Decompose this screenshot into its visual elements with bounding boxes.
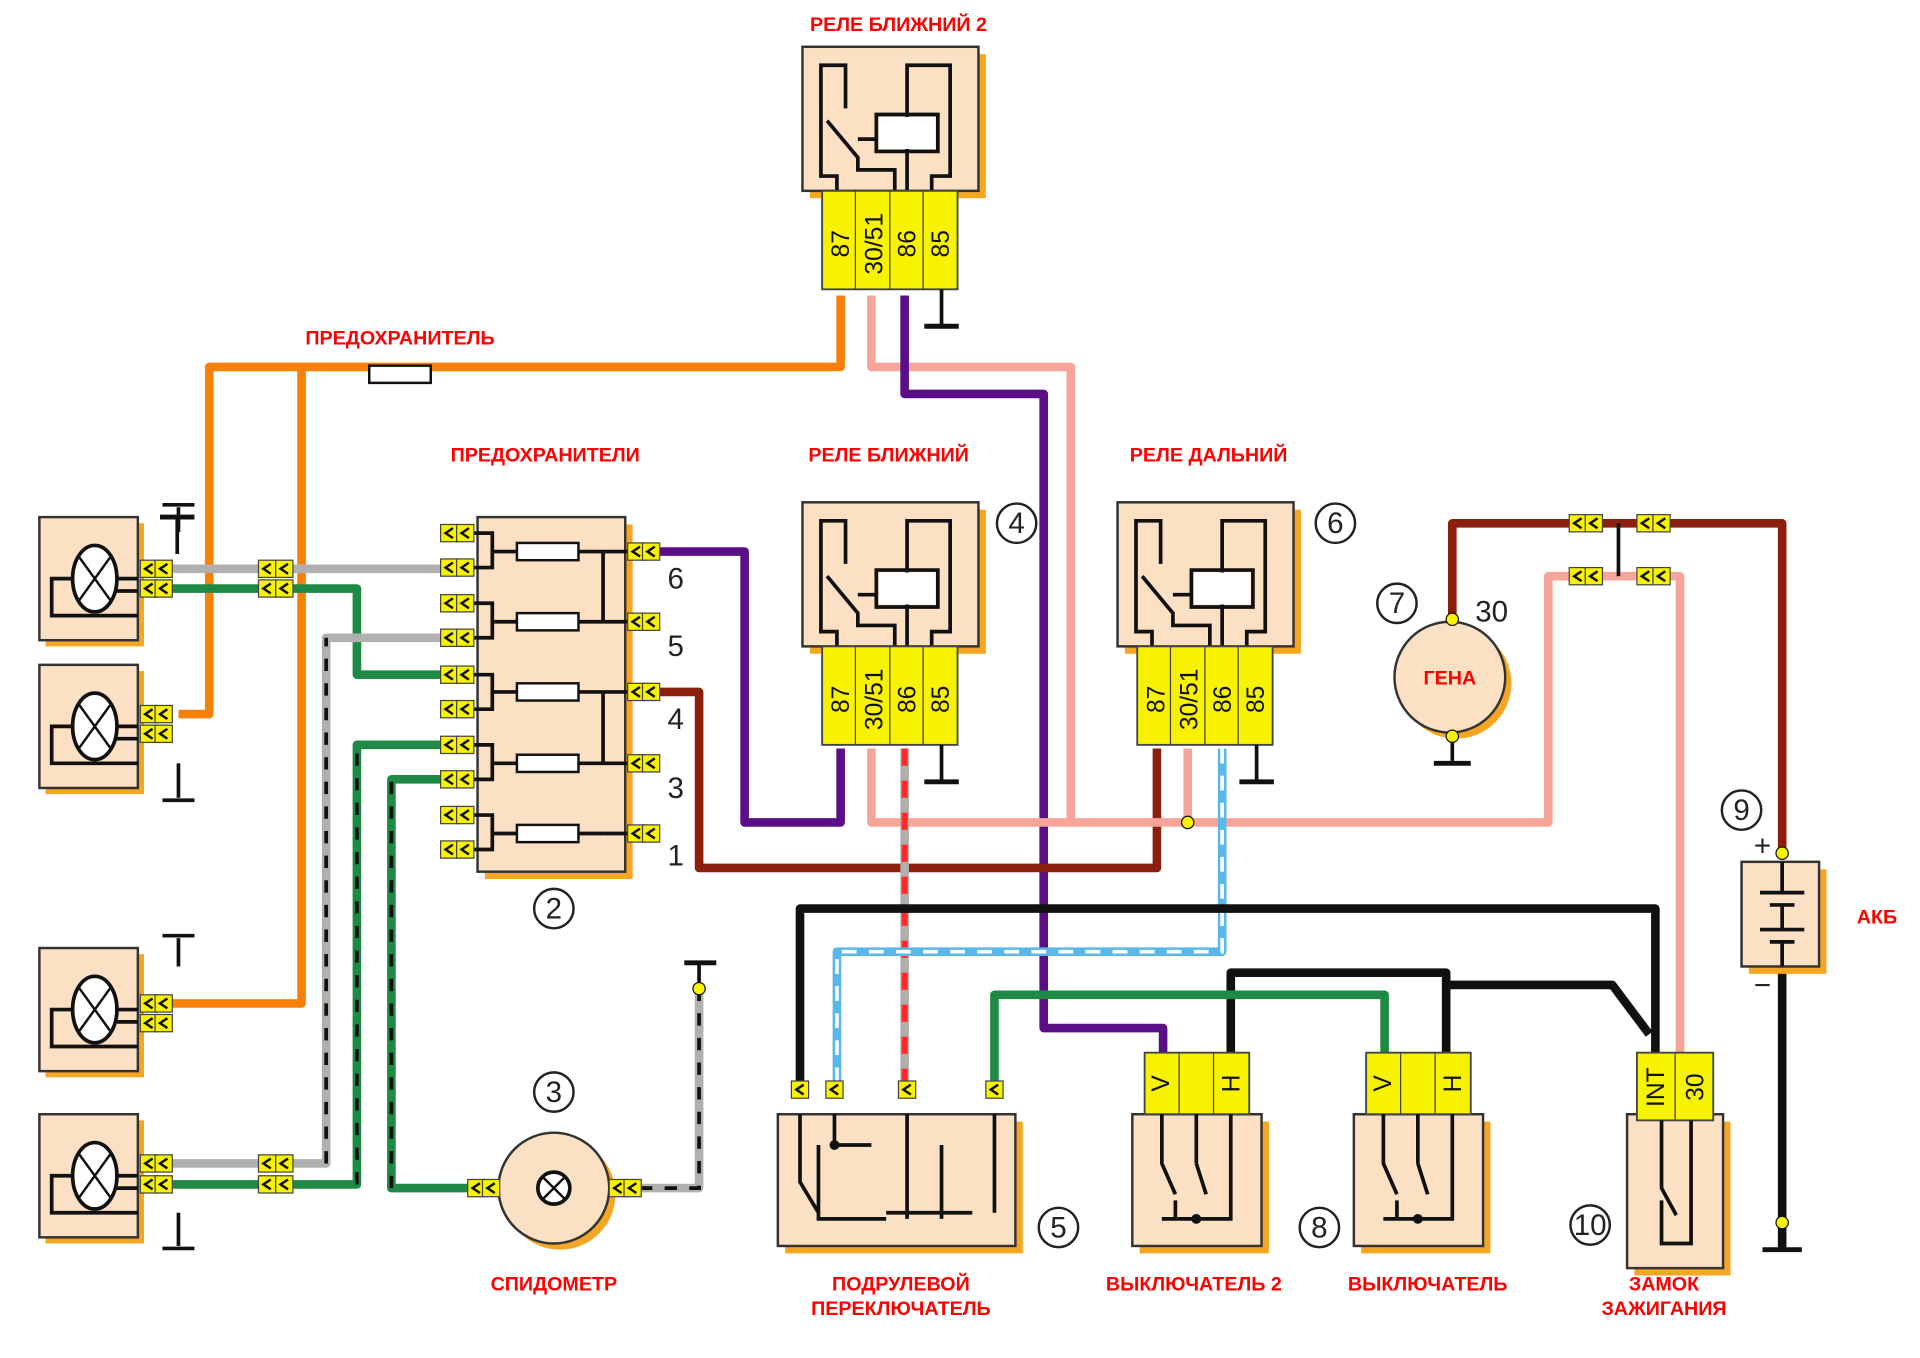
pin-85: 85 xyxy=(928,230,955,257)
pin-30-51: 30/51 xyxy=(1177,669,1204,731)
headlight-2 xyxy=(37,662,146,796)
generator: ГЕНА 7 30 xyxy=(1376,513,1672,766)
fuses-label: ПРЕДОХРАНИТЕЛИ xyxy=(451,445,640,467)
inline-fuse: ПРЕДОХРАНИТЕЛЬ xyxy=(305,328,495,385)
number-9: 9 xyxy=(1733,794,1749,827)
pin-30-51: 30/51 xyxy=(861,213,888,275)
battery-label: АКБ xyxy=(1857,906,1897,928)
pin-30: 30 xyxy=(1682,1073,1709,1100)
pin-87: 87 xyxy=(1143,686,1170,713)
fuse-output-3: 3 xyxy=(667,772,683,805)
pin-86: 86 xyxy=(1210,686,1237,713)
fuse-box: 6 5 4 3 1 2 xyxy=(439,515,684,930)
stalk-switch-label-1: ПОДРУЛЕВОЙ xyxy=(832,1271,970,1295)
relay-low-beam: 87 30/51 86 85 xyxy=(800,500,988,781)
pin-87: 87 xyxy=(828,686,855,713)
relay-high-beam-label: РЕЛЕ ДАЛЬНИЙ xyxy=(1130,443,1288,467)
number-2: 2 xyxy=(546,892,562,925)
pin-h: H xyxy=(1440,1075,1467,1093)
pin-85: 85 xyxy=(928,686,955,713)
number-5: 5 xyxy=(1050,1211,1066,1244)
stalk-switch-label-2: ПЕРЕКЛЮЧАТЕЛЬ xyxy=(811,1298,991,1320)
relay-low-beam-2-label: РЕЛЕ БЛИЖНИЙ 2 xyxy=(810,12,987,36)
headlight-4 xyxy=(37,1112,146,1246)
number-10: 10 xyxy=(1574,1209,1607,1242)
relay-low-beam-label: РЕЛЕ БЛИЖНИЙ xyxy=(808,443,969,467)
ignition-label-1: ЗАМОК xyxy=(1629,1273,1700,1295)
battery: + − 9 АКБ xyxy=(1720,789,1897,1253)
number-4: 4 xyxy=(1008,507,1024,540)
number-3: 3 xyxy=(546,1076,562,1109)
fuse-output-1: 1 xyxy=(667,840,683,873)
pin-int: INT xyxy=(1643,1067,1670,1107)
relay-low-beam-2: 87 30/51 86 85 xyxy=(800,44,988,326)
pin-h: H xyxy=(1218,1075,1245,1093)
wires xyxy=(172,295,1787,1250)
headlight-3 xyxy=(37,946,146,1080)
generator-terminal-30: 30 xyxy=(1475,596,1508,629)
pin-86: 86 xyxy=(895,230,922,257)
speedometer-label: СПИДОМЕТР xyxy=(491,1273,618,1295)
relay-high-beam: 87 30/51 86 85 xyxy=(1115,500,1303,781)
pin-v: V xyxy=(1370,1075,1397,1092)
fuse-output-6: 6 xyxy=(667,563,683,596)
pin-30-51: 30/51 xyxy=(861,669,888,731)
number-7: 7 xyxy=(1389,587,1405,620)
generator-label: ГЕНА xyxy=(1423,668,1476,690)
speedometer: 3 СПИДОМЕТР xyxy=(466,960,717,1295)
pin-85: 85 xyxy=(1243,686,1270,713)
number-8: 8 xyxy=(1311,1211,1327,1244)
battery-plus: + xyxy=(1754,830,1771,863)
pin-87: 87 xyxy=(828,230,855,257)
switch-2: V H ВЫКЛЮЧАТЕЛЬ 2 xyxy=(1106,1051,1282,1295)
ignition-label-2: ЗАЖИГАНИЯ xyxy=(1601,1298,1726,1320)
number-6: 6 xyxy=(1327,507,1343,540)
fuse-output-4: 4 xyxy=(667,703,683,736)
pin-86: 86 xyxy=(895,686,922,713)
pin-v: V xyxy=(1148,1075,1175,1092)
switch-label: ВЫКЛЮЧАТЕЛЬ xyxy=(1348,1273,1508,1295)
ignition-lock: INT 30 10 ЗАМОК ЗАЖИГАНИЯ xyxy=(1569,1051,1731,1320)
fuse-label: ПРЕДОХРАНИТЕЛЬ xyxy=(305,328,494,350)
headlights xyxy=(37,502,295,1251)
fuse-output-5: 5 xyxy=(667,630,683,663)
steering-column-switch: 5 ПОДРУЛЕВОЙ ПЕРЕКЛЮЧАТЕЛЬ xyxy=(776,1079,1080,1320)
switch-2-label: ВЫКЛЮЧАТЕЛЬ 2 xyxy=(1106,1273,1282,1295)
switch: V H 8 ВЫКЛЮЧАТЕЛЬ xyxy=(1298,1051,1508,1295)
battery-minus: − xyxy=(1754,969,1771,1002)
